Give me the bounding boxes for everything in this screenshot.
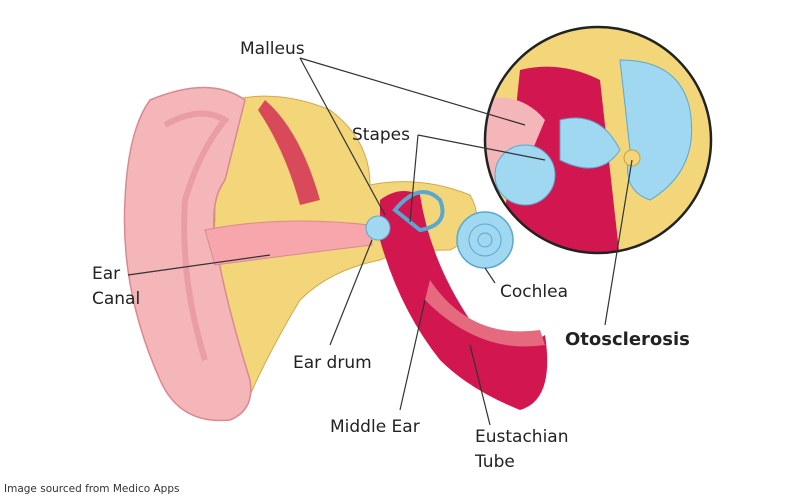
label-ear-drum: Ear drum xyxy=(293,353,372,373)
ossicles xyxy=(365,215,391,241)
label-ear-canal-line1: Ear xyxy=(92,264,121,284)
ear-canal xyxy=(204,220,373,266)
leader-lines xyxy=(127,57,633,426)
magnifier-ring xyxy=(483,25,713,255)
muscle xyxy=(258,100,320,205)
cochlea-spiral xyxy=(468,223,502,257)
cochlea-shape xyxy=(456,211,514,269)
image-caption: Image sourced from Medico Apps xyxy=(4,483,180,495)
label-stapes: Stapes xyxy=(352,125,410,145)
label-middle-ear: Middle Ear xyxy=(330,417,420,437)
middle-ear xyxy=(380,191,548,410)
label-eustachian-line2: Tube xyxy=(475,452,515,472)
cochlea-spiral xyxy=(477,232,493,248)
label-ear-canal-line2: Canal xyxy=(92,289,141,309)
label-eustachian-line1: Eustachian xyxy=(475,427,569,447)
label-cochlea: Cochlea xyxy=(500,282,568,302)
otosclerosis-magnified-view xyxy=(485,27,711,253)
semicircular-canals xyxy=(392,190,445,233)
label-otosclerosis: Otosclerosis xyxy=(565,329,690,350)
label-malleus: Malleus xyxy=(240,39,305,59)
ear-fold xyxy=(163,110,230,361)
eustachian-tube xyxy=(425,280,545,347)
